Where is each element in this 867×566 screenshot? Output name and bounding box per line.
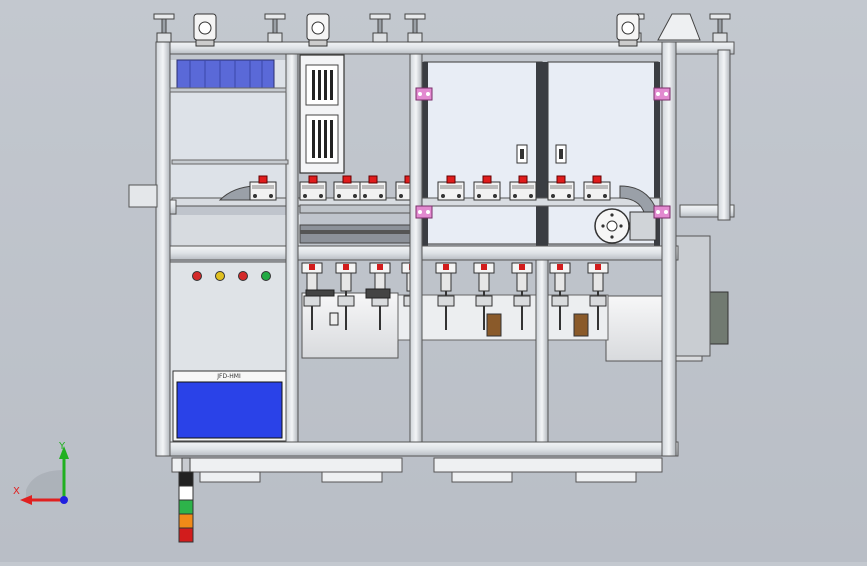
caster-icon xyxy=(306,13,330,47)
conveyor-pallet xyxy=(509,175,537,201)
coordinate-triad xyxy=(20,446,69,505)
frame-post xyxy=(155,41,171,457)
conveyor-pallet xyxy=(437,175,465,201)
y-axis-label: Y xyxy=(59,441,66,452)
red-indicator-light[interactable] xyxy=(192,271,202,281)
caster-icon xyxy=(616,13,640,47)
conveyor-pallet xyxy=(333,175,361,201)
conveyor-pallet xyxy=(583,175,611,201)
leveling-foot-icon xyxy=(709,13,731,43)
x-axis-label: X xyxy=(13,486,20,497)
hmi-label: JFD-HMI xyxy=(217,373,241,380)
conveyor-pallet xyxy=(249,175,277,201)
pallet-group xyxy=(249,175,611,201)
conveyor-pallet xyxy=(473,175,501,201)
conveyor-pallet xyxy=(299,175,327,201)
door-divider xyxy=(536,62,548,246)
signal-tower xyxy=(178,457,194,543)
yellow-indicator-light[interactable] xyxy=(215,271,225,281)
green-indicator-light[interactable] xyxy=(261,271,271,281)
frame-top-beam xyxy=(155,41,677,55)
press-tool xyxy=(301,262,323,330)
frame-bottom-beam xyxy=(155,441,679,457)
press-tool xyxy=(335,262,357,330)
press-tool xyxy=(435,262,457,330)
red-indicator-light[interactable] xyxy=(238,271,248,281)
press-tool xyxy=(587,262,609,330)
bracket-icon xyxy=(415,87,433,101)
motor-block xyxy=(176,59,275,89)
leveling-foot-icon xyxy=(153,13,175,43)
hmi-screen xyxy=(176,381,283,439)
press-tool xyxy=(473,262,495,330)
leveling-foot-icon xyxy=(404,13,426,43)
press-tool xyxy=(511,262,533,330)
press-tool xyxy=(549,262,571,330)
conveyor-pallet xyxy=(547,175,575,201)
leveling-foot-icon xyxy=(264,13,286,43)
leveling-foot-icon xyxy=(369,13,391,43)
conveyor-pallet xyxy=(359,175,387,201)
frame-post xyxy=(661,41,677,457)
caster-icon xyxy=(193,13,217,47)
